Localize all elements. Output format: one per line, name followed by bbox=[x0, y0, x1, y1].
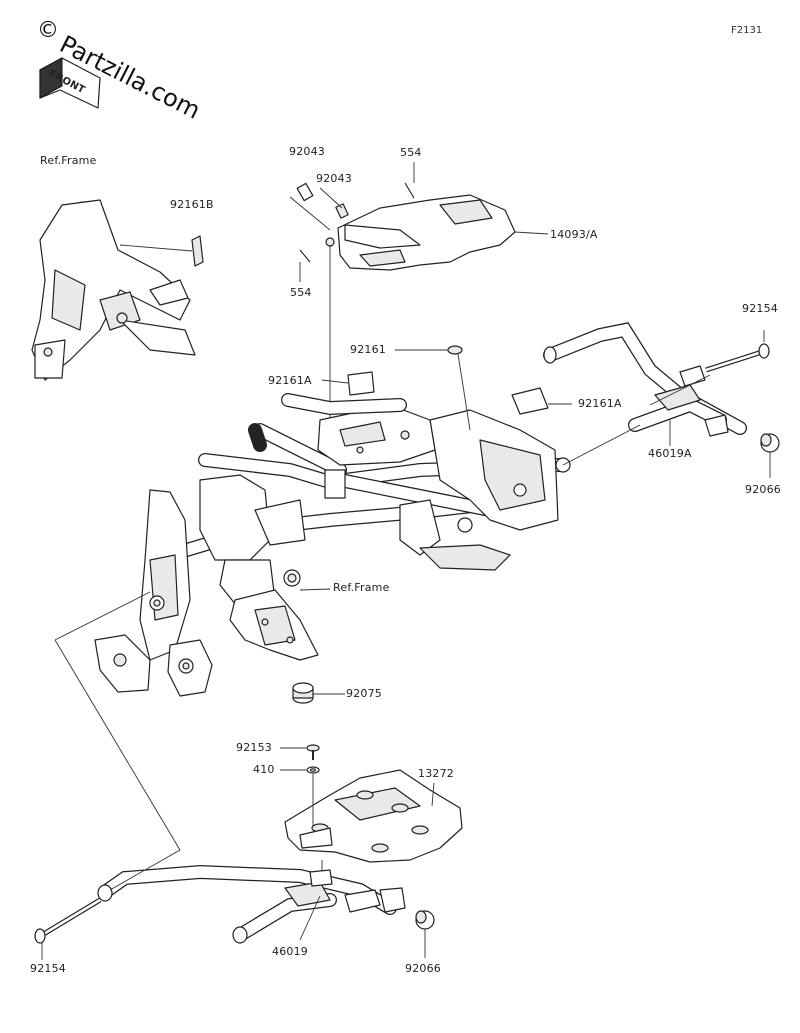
part-92075-label: 92075 bbox=[346, 687, 382, 700]
part-13272-label: 13272 bbox=[418, 767, 454, 780]
part-554-bottom-label: 554 bbox=[290, 286, 312, 299]
part-92066-bottom-label: 92066 bbox=[405, 962, 441, 975]
part-554-top-label: 554 bbox=[400, 146, 422, 159]
part-92153-label: 92153 bbox=[236, 741, 272, 754]
front-arrow-icon bbox=[39, 57, 101, 109]
cap-92066-bottom bbox=[415, 910, 435, 930]
part-92043-a-label: 92043 bbox=[289, 145, 325, 158]
bolt-92154-top bbox=[705, 343, 770, 373]
grommet-92075 bbox=[292, 682, 314, 704]
part-92161a-right-label: 92161A bbox=[578, 397, 622, 410]
part-92161b-label: 92161B bbox=[170, 198, 214, 211]
part-14093a-label: 14093/A bbox=[550, 228, 598, 241]
ref-frame-top-label: Ref.Frame bbox=[40, 154, 97, 167]
ref-frame-inset bbox=[31, 199, 204, 381]
cap-92066-top bbox=[760, 433, 780, 453]
part-410-label: 410 bbox=[253, 763, 275, 776]
subframe-46019a bbox=[543, 322, 747, 437]
subframe-46019 bbox=[97, 864, 406, 944]
washer-410 bbox=[306, 766, 320, 774]
part-92043-b-label: 92043 bbox=[316, 172, 352, 185]
part-92154-bottom-label: 92154 bbox=[30, 962, 66, 975]
part-46019-label: 46019 bbox=[272, 945, 308, 958]
part-92154-top-label: 92154 bbox=[742, 302, 778, 315]
plate-13272 bbox=[284, 769, 463, 863]
part-92066-top-label: 92066 bbox=[745, 483, 781, 496]
main-frame bbox=[94, 345, 571, 697]
shield-14093a bbox=[296, 182, 516, 271]
bolt-92153 bbox=[306, 744, 320, 760]
figure-id: F2131 bbox=[731, 25, 763, 36]
copyright-icon: © bbox=[37, 18, 59, 43]
ref-frame-main-label: Ref.Frame bbox=[333, 581, 390, 594]
part-92161a-left-label: 92161A bbox=[268, 374, 312, 387]
part-92161-label: 92161 bbox=[350, 343, 386, 356]
part-46019a-label: 46019A bbox=[648, 447, 692, 460]
bolt-92154-bottom bbox=[34, 897, 102, 944]
